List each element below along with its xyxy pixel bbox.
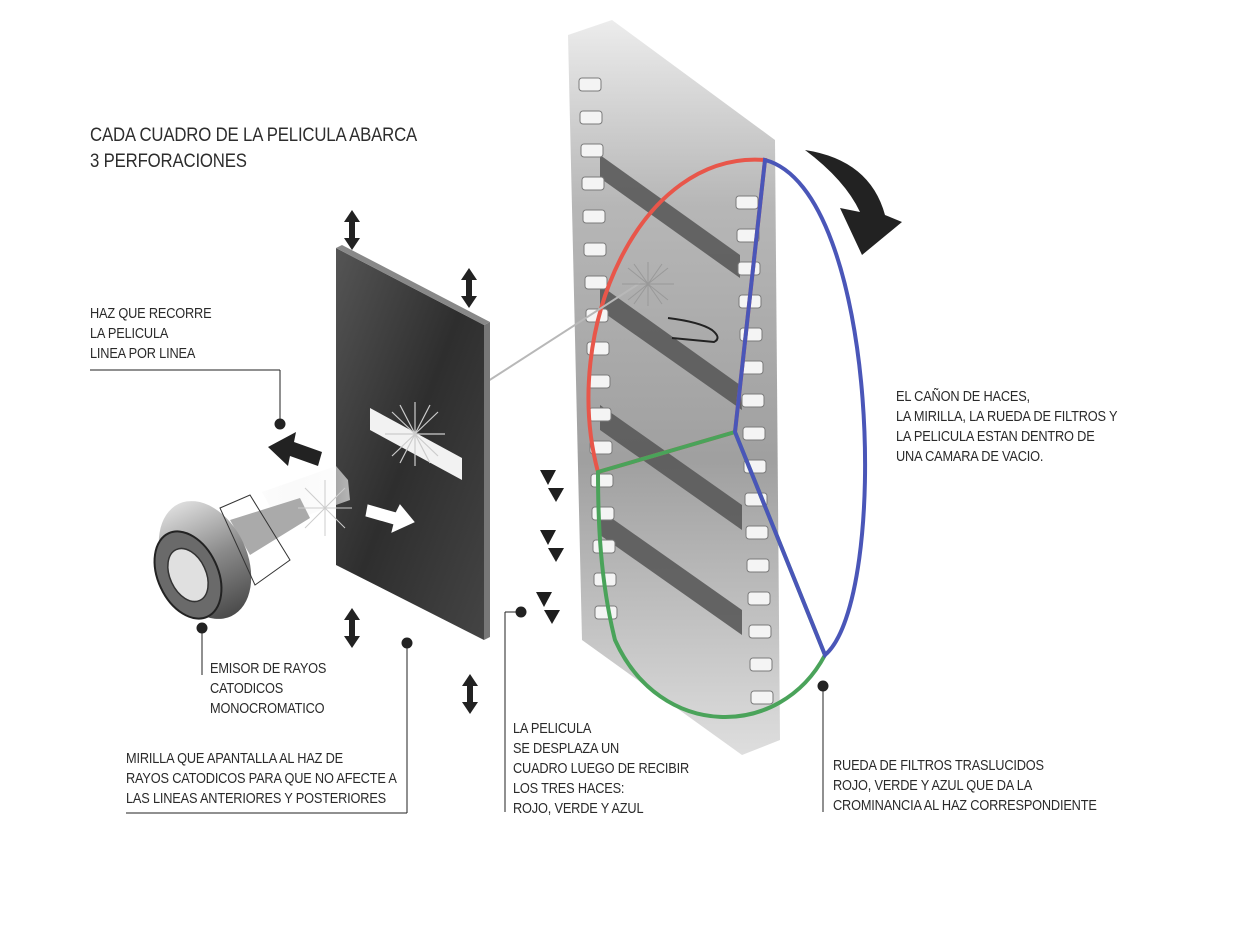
label-wheel: RUEDA DE FILTROS TRASLUCIDOS ROJO, VERDE… [833, 758, 1097, 814]
scan-direction-arrow-icon [268, 432, 322, 466]
rotation-arrow-icon [805, 150, 902, 255]
beam-spark-gun-icon [298, 480, 352, 536]
green-filter-segment [595, 429, 828, 719]
beam-spark-film-icon [622, 262, 674, 306]
leader-lines [90, 369, 829, 814]
label-film: LA PELICULA SE DESPLAZA UN CUADRO LUEGO … [513, 721, 690, 817]
scan-loop-icon [667, 317, 719, 344]
beam-spark-mask-icon [385, 402, 445, 466]
label-emitter: EMISOR DE RAYOS CATODICOS MONOCROMATICO [210, 661, 327, 717]
red-filter-segment [586, 157, 768, 475]
mask-slit [370, 408, 462, 480]
mask-direction-arrow-icon [365, 504, 415, 533]
film-advance-arrows-icon [536, 470, 564, 624]
filter-wheel [586, 157, 868, 719]
beam-to-film [484, 282, 641, 384]
film-perforations-right [735, 195, 774, 705]
blue-filter-segment [732, 157, 868, 659]
electron-gun [153, 466, 350, 620]
label-beam: HAZ QUE RECORRE LA PELICULA LINEA POR LI… [90, 306, 212, 362]
film-strip [568, 20, 780, 755]
label-chamber: EL CAÑON DE HACES, LA MIRILLA, LA RUEDA … [896, 389, 1118, 465]
mask-move-arrows-icon [344, 210, 478, 714]
diagram-title: CADA CUADRO DE LA PELICULA ABARCA 3 PERF… [90, 124, 418, 172]
label-mask: MIRILLA QUE APANTALLA AL HAZ DE RAYOS CA… [126, 751, 397, 807]
